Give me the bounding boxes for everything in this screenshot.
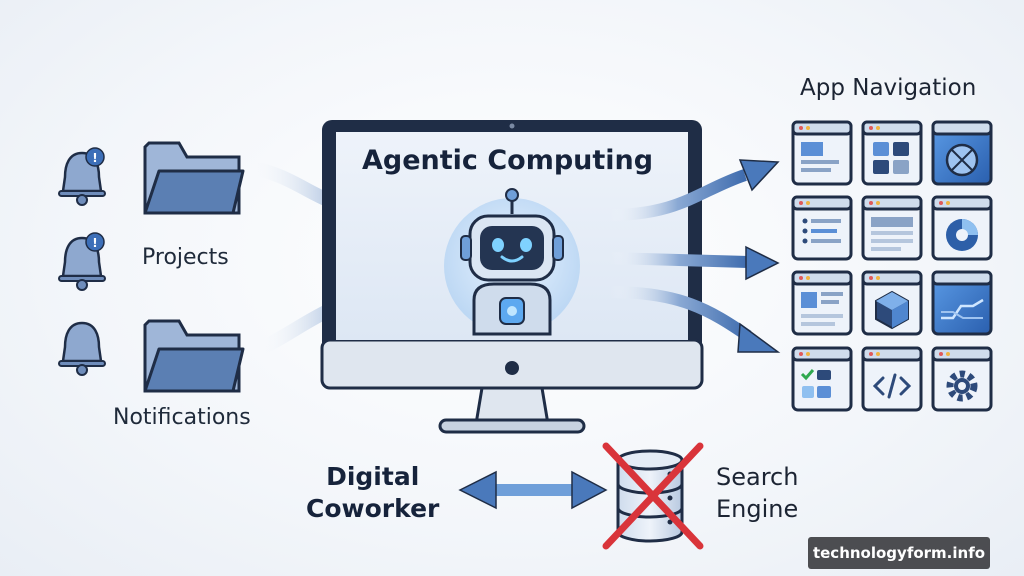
app-window-tile <box>931 195 993 261</box>
robot-avatar <box>444 188 580 336</box>
folder-icon <box>143 319 245 393</box>
search-engine-line2: Engine <box>716 495 799 523</box>
bell-icon: ! <box>58 147 106 206</box>
folder-icon <box>143 141 245 215</box>
app-grid <box>791 120 993 412</box>
app-window-tile <box>791 346 853 412</box>
app-window-tile <box>861 120 923 186</box>
app-window-tile <box>861 195 923 261</box>
app-window-tile <box>861 270 923 336</box>
app-window-tile <box>861 346 923 412</box>
search-engine-line1: Search <box>716 463 799 491</box>
app-window-tile <box>791 120 853 186</box>
bell-icon <box>58 321 106 376</box>
app-navigation-label: App Navigation <box>800 75 977 101</box>
digital-coworker-line2: Coworker <box>306 494 440 523</box>
app-window-tile <box>791 195 853 261</box>
app-window-tile <box>931 120 993 186</box>
diagram-title: Agentic Computing <box>362 145 654 176</box>
app-window-tile <box>791 270 853 336</box>
svg-text:!: ! <box>92 151 97 165</box>
outgoing-arrows <box>609 159 781 353</box>
bell-icon: ! <box>58 232 106 291</box>
app-window-tile <box>931 270 993 336</box>
projects-label: Projects <box>142 245 229 270</box>
digital-coworker-line1: Digital <box>326 462 420 491</box>
notifications-label: Notifications <box>113 405 251 430</box>
digital-coworker-label: Digital Coworker <box>306 461 439 525</box>
double-arrow <box>458 470 608 510</box>
svg-text:!: ! <box>92 236 97 250</box>
app-window-tile <box>931 346 993 412</box>
watermark: technologyform.info <box>808 537 990 569</box>
search-engine-label: Search Engine <box>716 461 798 525</box>
cross-icon <box>602 442 704 550</box>
